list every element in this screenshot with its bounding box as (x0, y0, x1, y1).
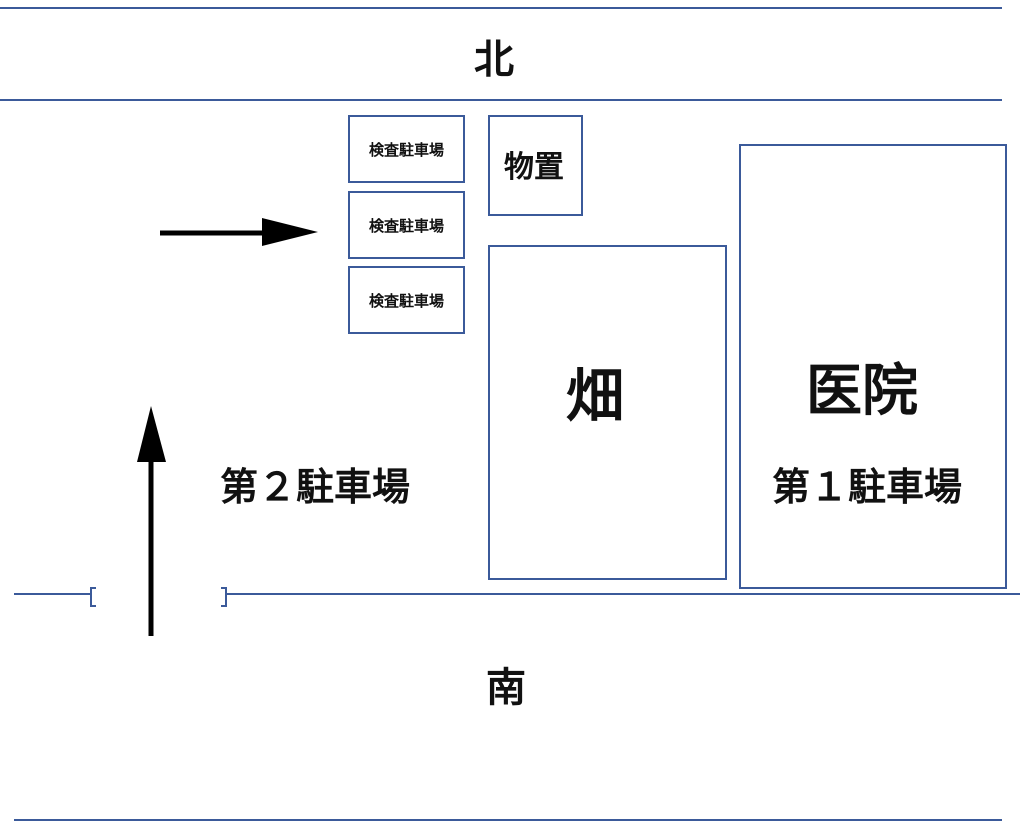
entrance-left-bracket (90, 587, 96, 607)
south-label: 南 (486, 665, 526, 711)
hospital-label: 医院 (806, 359, 918, 424)
storage-shed[interactable]: 物置 (488, 115, 583, 216)
arrow-right-icon (160, 218, 318, 246)
inspection-parking-label: 検査駐車場 (368, 140, 444, 159)
hospital-building[interactable] (739, 144, 1007, 589)
inspection-parking-3[interactable]: 検査駐車場 (348, 266, 465, 334)
inspection-parking-label: 検査駐車場 (368, 216, 444, 235)
parking-2-label: 第２駐車場 (220, 465, 411, 509)
inspection-parking-1[interactable]: 検査駐車場 (348, 115, 465, 183)
field-area[interactable]: 畑 (488, 245, 727, 580)
inspection-parking-label: 検査駐車場 (368, 291, 444, 310)
north-label: 北 (474, 37, 514, 83)
field-label: 畑 (566, 362, 625, 430)
inspection-parking-2[interactable]: 検査駐車場 (348, 191, 465, 259)
arrow-up-icon (137, 406, 166, 636)
parking-1-label: 第１駐車場 (772, 465, 963, 509)
entrance-right-bracket (221, 587, 227, 607)
storage-label: 物置 (504, 150, 564, 185)
